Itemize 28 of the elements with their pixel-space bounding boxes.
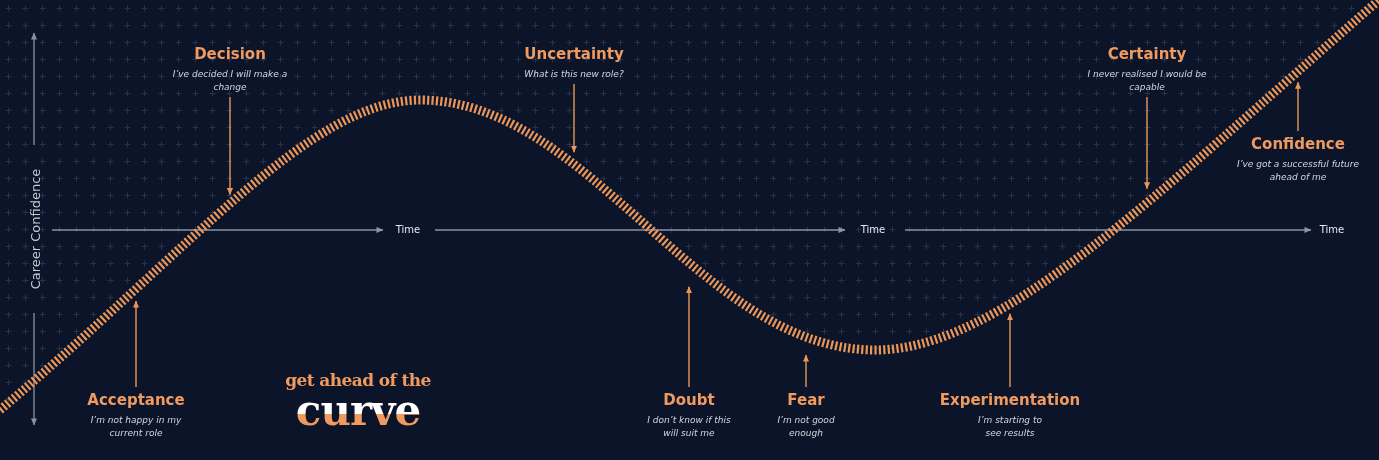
stage-quote: I’m not happy in my current role <box>89 414 183 440</box>
stage-title: Experimentation <box>939 391 1081 409</box>
stage-title: Decision <box>194 45 266 63</box>
leader-arrow <box>802 354 810 388</box>
stage-quote: I never realised I would be capable <box>1087 68 1207 94</box>
stage-quote: I’ve got a successful future ahead of me <box>1236 158 1360 184</box>
stage-title: Fear <box>787 391 825 409</box>
stage-quote: I’m starting to see results <box>977 414 1043 440</box>
stage-quote: I’m not good enough <box>776 414 836 440</box>
stage-title: Confidence <box>1251 135 1345 153</box>
leader-arrow <box>685 286 693 388</box>
stage-quote: I don’t know if this will suit me <box>646 414 732 440</box>
stage-title: Acceptance <box>87 391 185 409</box>
stage-quote: I’ve decided I will make a change <box>171 68 289 94</box>
stage-title: Doubt <box>663 391 715 409</box>
leader-arrow <box>1294 81 1302 132</box>
stage-quote: What is this new role? <box>524 68 624 81</box>
stage-title: Uncertainty <box>524 45 624 63</box>
axis-label: Time <box>860 224 886 236</box>
leader-arrow <box>132 300 140 388</box>
axis-label: Time <box>1319 224 1345 236</box>
stage-title: Certainty <box>1107 45 1187 63</box>
axis-title: Career Confidence <box>27 168 43 290</box>
leader-arrow <box>1143 96 1151 190</box>
leader-arrow <box>226 96 234 196</box>
axis-label: Time <box>395 224 421 236</box>
leader-arrow <box>570 83 578 153</box>
leader-arrow <box>1006 313 1014 388</box>
